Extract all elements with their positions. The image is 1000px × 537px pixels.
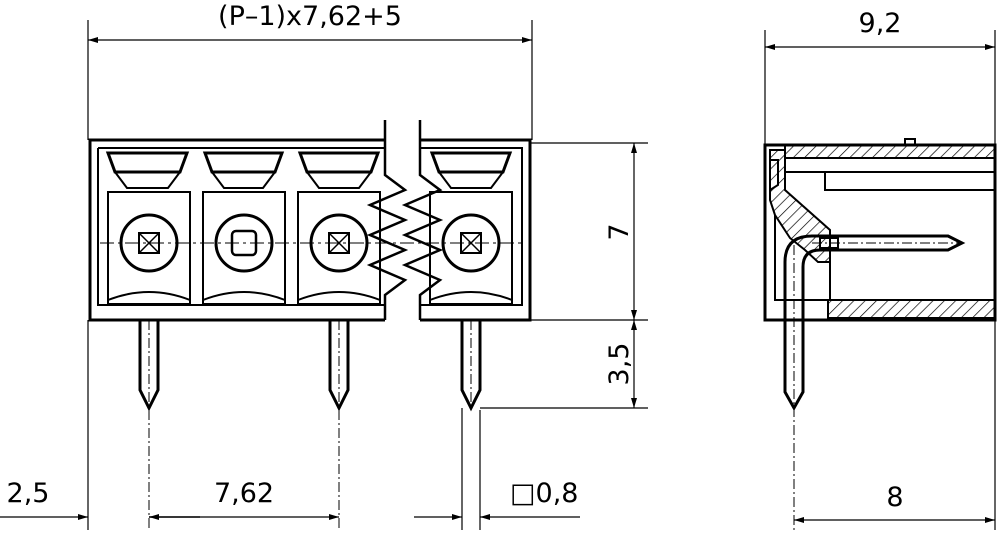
pin-length-label: 3,5 (604, 343, 635, 386)
terminal-2 (202, 151, 286, 305)
dim-overall-width: (P–1)x7,62+5 (87, 1, 533, 140)
dim-side-width: 9,2 (764, 8, 996, 145)
side-bottom-wall (827, 299, 996, 319)
dim-pin-section: □0,8 (414, 408, 580, 530)
terminal-4 (429, 151, 513, 305)
dim-pin-length: 3,5 (480, 320, 648, 409)
pin-1 (138, 320, 160, 530)
side-width-label: 9,2 (859, 8, 902, 39)
housing-outline-left (88, 138, 385, 322)
edge-offset-label: 2,5 (7, 478, 50, 509)
pin-2 (328, 320, 350, 530)
side-bent-pin (783, 234, 966, 412)
body-height-label: 7 (604, 223, 635, 240)
terminal-3 (297, 151, 381, 305)
pitch-label: 7,62 (214, 478, 274, 509)
pin-section-label: □0,8 (510, 478, 578, 509)
housing-outline-right (420, 138, 532, 322)
dim-body-height: 7 (530, 142, 648, 321)
overall-width-label: (P–1)x7,62+5 (218, 1, 402, 32)
side-view (763, 138, 997, 530)
side-front-block (769, 149, 831, 263)
dim-edge-offset: 2,5 (0, 320, 200, 530)
dim-pin-offset: 8 (794, 320, 996, 530)
dim-pitch: 7,62 (149, 478, 339, 520)
side-top-wall (784, 144, 996, 159)
front-view (88, 120, 532, 530)
break-line-left (366, 120, 409, 320)
pin-3 (460, 320, 482, 412)
break-line-right (401, 120, 444, 320)
terminal-1 (105, 151, 191, 305)
pin-offset-label: 8 (886, 482, 903, 513)
